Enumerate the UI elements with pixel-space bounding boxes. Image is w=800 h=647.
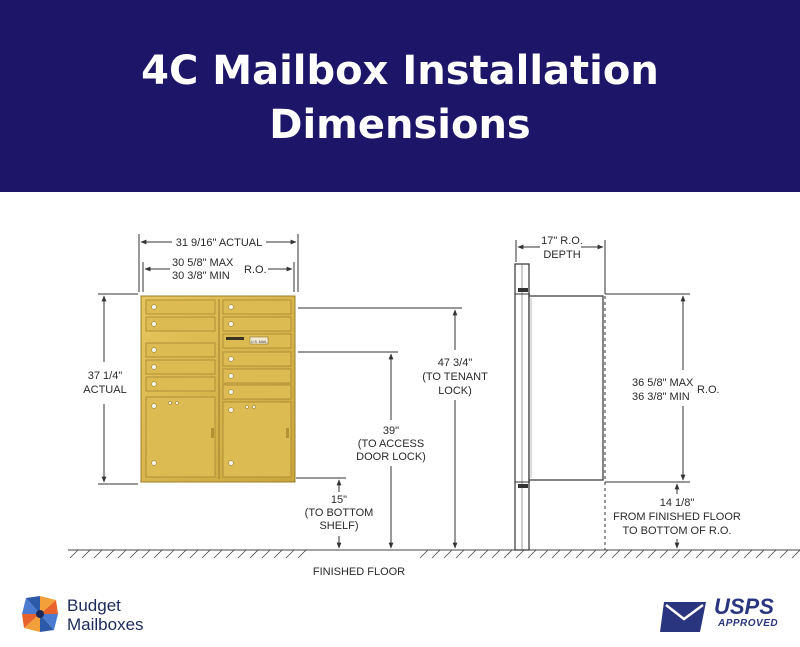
mail-slot (226, 337, 244, 340)
left-tenant-doors (145, 299, 216, 392)
finished-floor (68, 549, 800, 559)
floor-distance-sub2: TO BOTTOM OF R.O. (623, 525, 732, 537)
width-min-label: 30 3/8" MIN (172, 270, 230, 282)
title-line-1: 4C Mailbox Installation (141, 48, 659, 94)
width-ro-label: R.O. (244, 264, 267, 276)
depth-label: 17" R.O. (541, 235, 583, 247)
mailbox-front-view: U.S. MAIL (140, 295, 296, 483)
front-dimension-labels: 31 9/16" ACTUAL 30 5/8" MAX 30 3/8" MIN … (83, 237, 488, 532)
access-lock-sub1: (TO ACCESS (358, 438, 424, 450)
usps-word: USPS (714, 594, 774, 619)
access-lock-label: 39" (383, 425, 399, 437)
brand-line-1: Budget (67, 596, 121, 615)
bottom-shelf-sub2: SHELF) (319, 520, 358, 532)
floor-distance-sub1: FROM FINISHED FLOOR (613, 511, 741, 523)
width-max-label: 30 5/8" MAX (172, 257, 234, 269)
height-actual-sub: ACTUAL (83, 384, 126, 396)
us-mail-tag (249, 336, 269, 345)
us-mail-tag-text: U.S. MAIL (251, 340, 267, 344)
brand-line-2: Mailboxes (67, 615, 144, 634)
parcel-locker-right (222, 401, 292, 478)
brand-name: Budget Mailboxes (67, 596, 144, 634)
side-dimension-lines (515, 240, 690, 550)
side-height-max: 36 5/8" MAX (632, 377, 694, 389)
tenant-lock-label: 47 3/4" (438, 357, 473, 369)
door-locks (151, 304, 256, 466)
height-actual-label: 37 1/4" (88, 370, 123, 382)
width-actual-label: 31 9/16" ACTUAL (176, 237, 262, 249)
brand-flower-icon (22, 596, 58, 632)
side-dimension-labels: 17" R.O. DEPTH 36 5/8" MAX 36 3/8" MIN R… (541, 235, 741, 537)
budget-mailboxes-logo: Budget Mailboxes (20, 594, 210, 636)
usps-approved-badge: USPS APPROVED (660, 596, 785, 636)
side-height-ro: R.O. (697, 384, 720, 396)
right-tenant-doors (222, 299, 292, 400)
bottom-shelf-label: 15" (331, 494, 347, 506)
sill-block (518, 484, 528, 488)
installation-drawing: U.S. MAIL (68, 234, 800, 578)
side-height-min: 36 3/8" MIN (632, 391, 690, 403)
front-dimension-lines (98, 234, 462, 549)
hinge-right (286, 428, 289, 438)
floor-distance-label: 14 1/8" (660, 497, 695, 509)
finished-floor-label: FINISHED FLOOR (313, 566, 405, 578)
access-lock-sub2: DOOR LOCK) (356, 451, 426, 463)
hinge-left (211, 428, 214, 438)
tenant-lock-sub2: LOCK) (438, 385, 472, 397)
usps-approved-text: APPROVED (718, 618, 779, 629)
usps-envelope-icon (660, 602, 706, 632)
title-banner: 4C Mailbox Installation Dimensions (0, 0, 800, 192)
depth-sub: DEPTH (543, 249, 580, 261)
bottom-shelf-sub1: (TO BOTTOM (305, 507, 374, 519)
mailbox-side-view (514, 263, 604, 551)
page-title: 4C Mailbox Installation Dimensions (0, 44, 800, 152)
cabinet-side-profile (528, 295, 604, 481)
title-line-2: Dimensions (269, 102, 531, 148)
tenant-lock-sub1: (TO TENANT (422, 371, 488, 383)
header-block (518, 288, 528, 292)
parcel-locker-left (145, 396, 216, 478)
